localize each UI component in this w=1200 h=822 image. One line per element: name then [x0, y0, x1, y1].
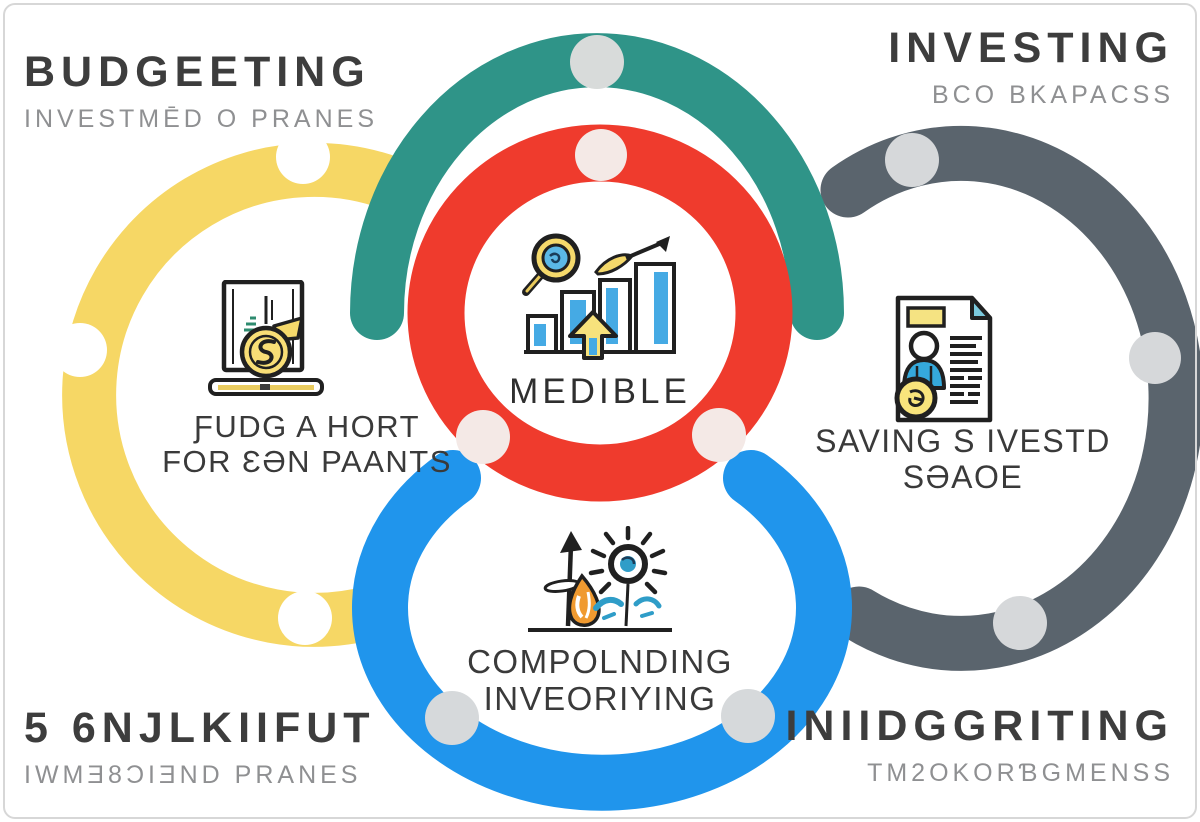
node-label-line: INVEORIYING: [483, 679, 717, 717]
sun-rays: [588, 526, 668, 595]
magnifier-growth-chart-icon: [522, 233, 676, 360]
ring-dot: [456, 410, 510, 464]
growth-plant-sun-icon: [528, 526, 672, 632]
ring-dot: [993, 596, 1047, 650]
ring-dot: [885, 133, 939, 187]
ledger-coin-icon: [208, 280, 324, 396]
list-lines: [950, 336, 982, 404]
node-label-line: FOR ƐƏN PAANTS: [162, 443, 452, 479]
node-label-line: ƑUDG A HORT: [193, 409, 421, 444]
node-label-line: MEDIBLE: [509, 372, 691, 411]
ring-dot: [425, 691, 479, 745]
ring-dot: [53, 323, 107, 377]
corner-subtitle: TM2OKORƁGMENSS: [867, 759, 1174, 788]
node-label-bottom: COMPOLNDING INVEORIYING: [420, 643, 780, 718]
ring-dot: [721, 689, 775, 743]
node-label-line: SAVING S IVESTD: [815, 423, 1111, 459]
corner-subtitle: INVESTMĒD O PRANES: [24, 105, 378, 134]
corner-subtitle: BCO BKAPACSS: [931, 81, 1174, 110]
corner-title: INIIDGGRITING: [785, 702, 1174, 750]
ring-dot: [276, 130, 330, 184]
corner-subtitle: IWMƎ8ƆIƎND PRANES: [24, 761, 362, 790]
corner-title: 5 6NJLKIIFUT: [24, 704, 376, 752]
corner-top-left: BUDGEETING INVESTMĒD O PRANES: [24, 48, 378, 134]
ring-dot: [1129, 332, 1181, 384]
corner-title: BUDGEETING: [24, 48, 371, 96]
node-label-line: SƏAOE: [902, 458, 1024, 495]
ring-dot: [575, 129, 627, 181]
node-label-line: COMPOLNDING: [467, 643, 733, 680]
statement-person-coin-icon: [894, 295, 993, 423]
node-label-center: MEDIBLE: [450, 372, 750, 411]
node-label-left: ƑUDG A HORT FOR ƐƏN PAANTS: [127, 409, 487, 479]
corner-title: INVESTING: [888, 24, 1174, 72]
yellow-arc-ring: [62, 142, 432, 647]
ring-dot: [570, 35, 624, 89]
corner-top-right: INVESTING BCO BKAPACSS: [888, 24, 1174, 110]
corner-bottom-right: INIIDGGRITING TM2OKORƁGMENSS: [785, 702, 1174, 788]
node-label-right: SAVING S IVESTD SƏAOE: [783, 423, 1143, 496]
slate-arc-ring: [820, 125, 1200, 671]
corner-bottom-left: 5 6NJLKIIFUT IWMƎ8ƆIƎND PRANES: [24, 704, 376, 790]
ring-dot: [692, 408, 746, 462]
blue-arc-ring: [352, 450, 852, 811]
ring-dot: [278, 591, 332, 645]
